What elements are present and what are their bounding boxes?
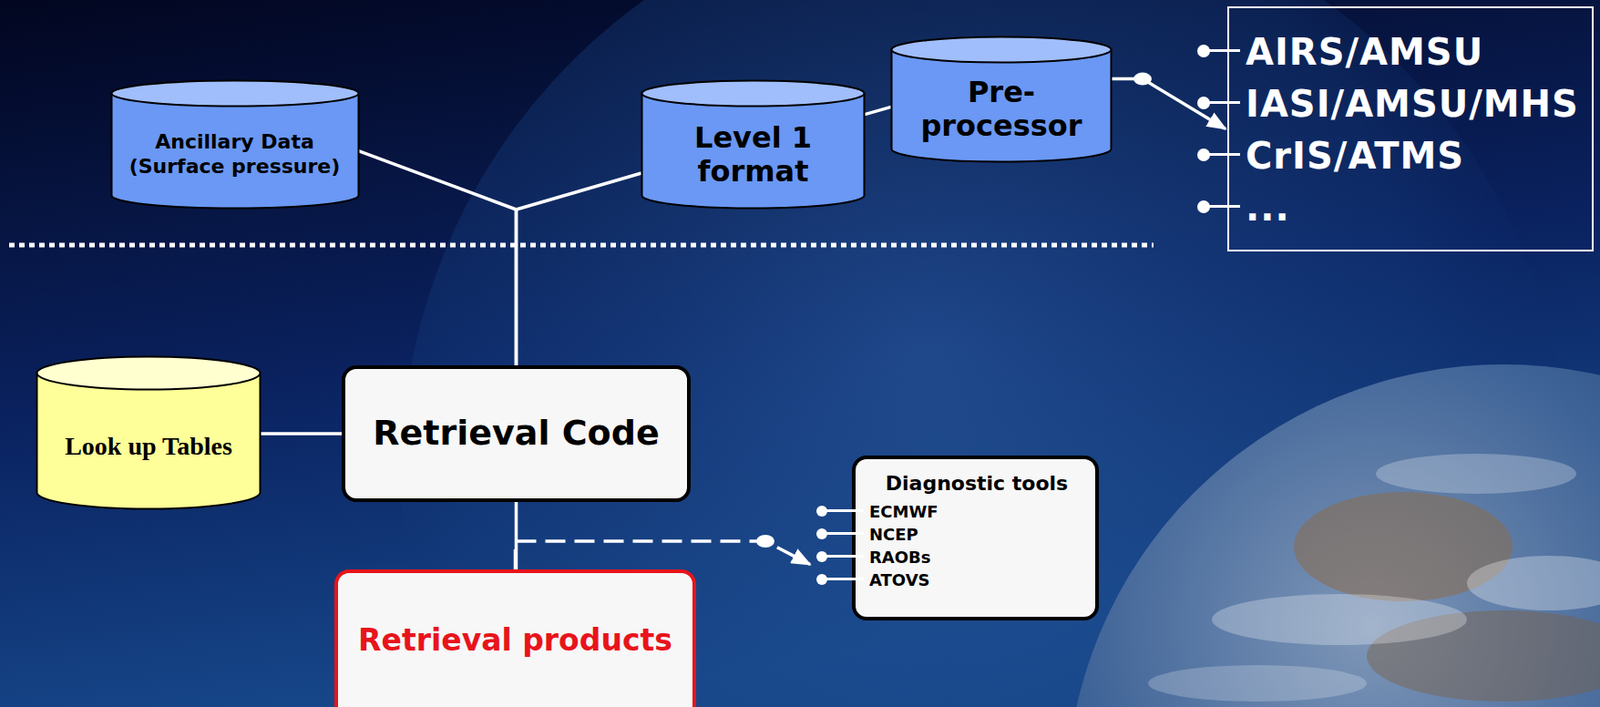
cylinder-body (111, 93, 359, 209)
box-heading: Diagnostic tools (885, 471, 1068, 496)
cylinder-top (111, 81, 359, 107)
bullet-dot (1197, 96, 1211, 110)
node-label: Pre- processor (910, 75, 1093, 144)
process-cylinder: Pre- processor (890, 35, 1113, 164)
node-label: Retrieval products (358, 622, 673, 659)
list-item: ECMWF (869, 502, 939, 523)
bullet-leader (1203, 49, 1241, 52)
connector (864, 106, 892, 114)
node-label: Retrieval Code (372, 412, 659, 455)
bullet-leader (1203, 101, 1241, 104)
earth (1066, 364, 1600, 707)
arrow-connector (1111, 79, 1226, 130)
list-item-row: IASI/AMSU/MHS (1245, 76, 1585, 129)
list-item: RAOBs (869, 547, 932, 568)
data-cylinder: Level 1 format (640, 79, 866, 210)
bullet-leader (821, 509, 864, 513)
bullet-dot (816, 528, 828, 540)
bullet-dot (1197, 148, 1211, 162)
list-item-row: ECMWF (869, 499, 1085, 523)
process-box: Retrieval Code (341, 365, 691, 503)
data-cylinder: Ancillary Data (Surface pressure) (110, 79, 360, 210)
earth-cloud (1211, 594, 1467, 646)
product-box: Retrieval products (334, 569, 697, 707)
instrument-list-box: AIRS/AMSU IASI/AMSU/MHS CrIS/ATMS... (1227, 6, 1594, 252)
cylinder-top (37, 357, 261, 390)
bullet-dot (816, 574, 828, 585)
node-label: Ancillary Data (Surface pressure) (121, 130, 349, 179)
earth-cloud (1466, 555, 1600, 611)
cylinder-body (642, 93, 865, 209)
earth-cloud (1148, 665, 1367, 702)
bullet-dot (816, 505, 828, 517)
bullet-leader (821, 554, 864, 558)
dotted-divider (9, 243, 1154, 248)
junction-dot (1133, 72, 1152, 86)
list-item: ... (1245, 185, 1291, 230)
merge-connector (516, 173, 643, 366)
bullet-dot (1197, 200, 1211, 214)
earth-cloud (1375, 453, 1577, 494)
bullet-dot (1197, 44, 1211, 58)
node-label: Look up Tables (64, 431, 233, 462)
node-label: Level 1 format (662, 121, 845, 189)
list-item-row: RAOBs (869, 544, 1085, 568)
bullet-dot (816, 551, 828, 563)
cylinder-body (892, 50, 1112, 163)
list-item: NCEP (869, 524, 919, 545)
junction-dot (756, 534, 775, 548)
list-heading-row: Diagnostic tools (869, 468, 1085, 500)
merge-connector (358, 151, 517, 366)
bullet-leader (821, 532, 864, 535)
bullet-leader (1203, 153, 1241, 156)
list-item-row: ATOVS (869, 567, 1085, 591)
list-item: ATOVS (869, 570, 931, 591)
cylinder-body (37, 373, 261, 510)
list-item: CrIS/ATMS (1245, 133, 1465, 178)
list-item-row: NCEP (869, 522, 1085, 545)
table-cylinder: Look up Tables (35, 355, 262, 511)
bullet-leader (821, 577, 864, 581)
diagnostic-box: Diagnostic toolsECMWFNCEPRAOBsATOVS (851, 455, 1099, 621)
list-item: AIRS/AMSU (1245, 30, 1484, 74)
cylinder-top (642, 81, 865, 107)
list-item-row: AIRS/AMSU (1245, 24, 1585, 77)
connector (260, 431, 342, 436)
list-item-row: CrIS/ATMS (1245, 128, 1585, 181)
bullet-leader (1203, 205, 1241, 208)
list-item: IASI/AMSU/MHS (1245, 82, 1580, 126)
list-item-row: ... (1245, 180, 1585, 233)
cylinder-top (892, 37, 1112, 63)
